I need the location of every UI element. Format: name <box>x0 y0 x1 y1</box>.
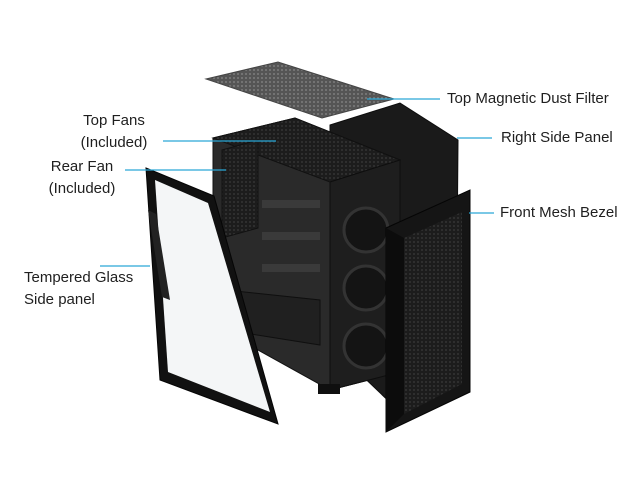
label-front-bezel-text: Front Mesh Bezel <box>500 202 618 224</box>
label-top-fans-line1: Top Fans <box>66 110 162 132</box>
label-glass-line1: Tempered Glass <box>24 267 133 289</box>
front-fan <box>344 208 388 252</box>
label-right-panel-text: Right Side Panel <box>501 127 613 149</box>
label-tempered-glass: Tempered Glass Side panel <box>24 267 133 311</box>
label-rear-fan-line1: Rear Fan <box>34 156 130 178</box>
top-dust-filter <box>206 62 394 118</box>
label-rear-fan: Rear Fan (Included) <box>34 156 130 200</box>
front-fan <box>344 266 388 310</box>
label-top-fans: Top Fans (Included) <box>66 110 162 154</box>
label-glass-line2: Side panel <box>24 289 133 311</box>
label-right-side-panel: Right Side Panel <box>501 127 613 149</box>
label-top-fans-line2: (Included) <box>66 132 162 154</box>
label-top-magnetic-dust-filter: Top Magnetic Dust Filter <box>447 88 609 110</box>
label-front-mesh-bezel: Front Mesh Bezel <box>500 202 618 224</box>
rear-fan-mesh <box>222 140 258 238</box>
front-mesh-bezel <box>386 190 470 432</box>
label-rear-fan-line2: (Included) <box>34 178 130 200</box>
front-fans <box>344 208 388 368</box>
label-top-filter-text: Top Magnetic Dust Filter <box>447 88 609 110</box>
front-fan <box>344 324 388 368</box>
